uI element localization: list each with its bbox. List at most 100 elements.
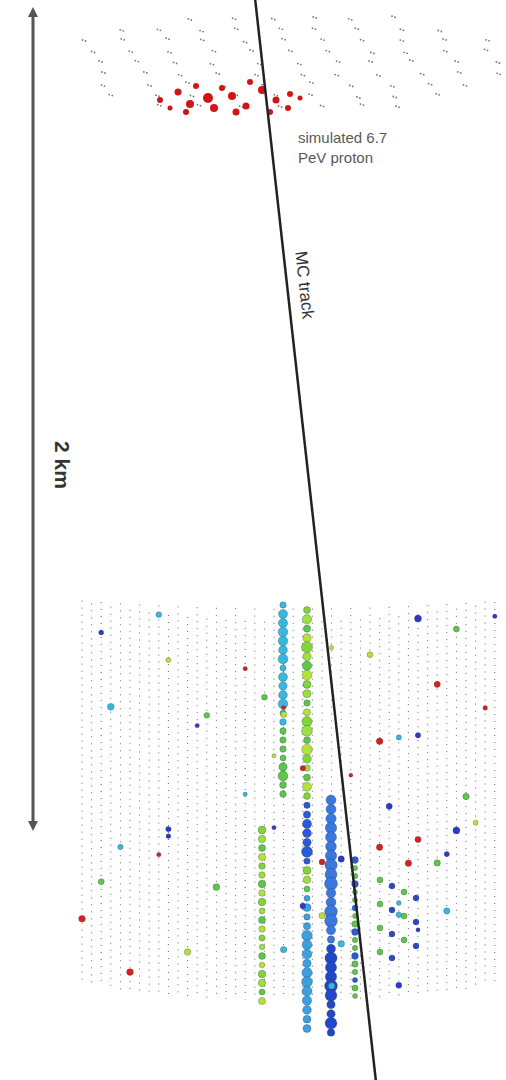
surface-hit: [168, 106, 173, 111]
surface-tank: [291, 51, 293, 53]
surface-tank: [400, 28, 402, 30]
surface-hit: [228, 92, 236, 100]
surface-tank: [178, 74, 180, 76]
detector-string: [149, 613, 150, 994]
dom-hit: [325, 915, 338, 928]
surface-hit: [203, 93, 213, 103]
dom-hit: [280, 665, 286, 671]
surface-tank: [435, 93, 437, 95]
dom-hit: [325, 1017, 337, 1029]
surface-tank: [215, 51, 217, 53]
dom-hit: [302, 615, 311, 624]
detector-string: [264, 622, 265, 1000]
dom-hit: [304, 802, 310, 808]
dom-hit: [377, 901, 383, 907]
track-label: MC track: [290, 250, 317, 320]
surface-tank: [237, 28, 239, 30]
dom-hit: [302, 744, 313, 755]
surface-tank: [309, 81, 311, 83]
dom-hit: [279, 682, 287, 690]
dom-hit: [280, 602, 286, 608]
surface-hit: [233, 109, 240, 116]
surface-tank: [150, 85, 152, 87]
surface-tank: [488, 40, 490, 42]
detector-string: [446, 604, 447, 992]
dom-hit: [326, 926, 335, 935]
surface-tank: [336, 60, 338, 62]
surface-tank: [101, 71, 103, 73]
dom-hit: [304, 607, 311, 614]
surface-tank: [190, 19, 192, 21]
surface-tank: [443, 50, 445, 52]
surface-tank: [440, 31, 442, 33]
dom-hit: [463, 793, 469, 799]
surface-tank: [393, 86, 395, 88]
detector-string: [485, 602, 486, 986]
dom-hit: [319, 859, 325, 865]
detector-string: [197, 607, 198, 997]
dom-hit: [338, 941, 345, 948]
surface-tank: [357, 28, 359, 30]
surface-tank: [282, 28, 284, 30]
surface-tank: [395, 97, 397, 99]
dom-hit: [304, 895, 310, 901]
dom-hit: [279, 763, 287, 771]
surface-tank: [395, 105, 397, 107]
surface-tank: [122, 30, 124, 32]
dom-hit: [259, 890, 266, 897]
surface-tank: [320, 105, 322, 107]
detector-string: [110, 607, 111, 989]
detector-string: [408, 606, 409, 996]
dom-hit: [413, 919, 419, 925]
detector-strings: [82, 601, 495, 1000]
dom-hit: [258, 979, 265, 986]
surface-tank: [98, 60, 100, 62]
dom-hit: [302, 846, 313, 857]
surface-tank: [203, 40, 205, 42]
dom-hit: [353, 994, 358, 999]
detector-string: [101, 602, 102, 987]
surface-tank: [348, 18, 350, 20]
dom-hit: [302, 949, 312, 959]
surface-tank: [254, 74, 256, 76]
dom-hit: [272, 825, 276, 829]
dom-hit: [303, 1015, 311, 1023]
dom-hit: [326, 795, 336, 805]
surface-tank: [352, 86, 354, 88]
surface-tank: [181, 75, 183, 77]
dom-hit: [302, 661, 311, 670]
surface-tank: [466, 85, 468, 87]
dom-hit: [258, 826, 266, 834]
dom-hit: [302, 977, 313, 988]
dom-hit: [302, 968, 312, 978]
dom-hit: [405, 860, 411, 866]
surface-tank: [200, 39, 202, 41]
dom-hit: [396, 735, 401, 740]
caption-text: simulated 6.7 PeV proton: [298, 128, 418, 168]
dom-hit: [280, 755, 286, 761]
dom-hit: [352, 969, 357, 974]
dom-hit: [98, 879, 104, 885]
surface-tank: [312, 82, 314, 84]
surface-tank: [351, 19, 353, 21]
surface-hit: [183, 109, 189, 115]
dom-hit: [444, 908, 450, 914]
surface-tank: [155, 94, 157, 96]
surface-tank: [487, 49, 489, 51]
dom-hit: [325, 989, 337, 1001]
dom-hit: [259, 962, 265, 968]
dom-hit: [434, 860, 440, 866]
dom-hit: [415, 615, 422, 622]
dom-hit: [303, 838, 311, 846]
detector-string: [456, 609, 457, 991]
detector-string: [168, 615, 169, 996]
dom-hit: [262, 694, 268, 700]
surface-tank: [323, 39, 325, 41]
dom-hit: [278, 654, 288, 664]
dom-hit: [259, 935, 265, 941]
dom-hit: [259, 926, 265, 932]
surface-tank: [200, 105, 202, 107]
surface-tank: [128, 50, 130, 52]
dom-hit: [377, 877, 383, 883]
